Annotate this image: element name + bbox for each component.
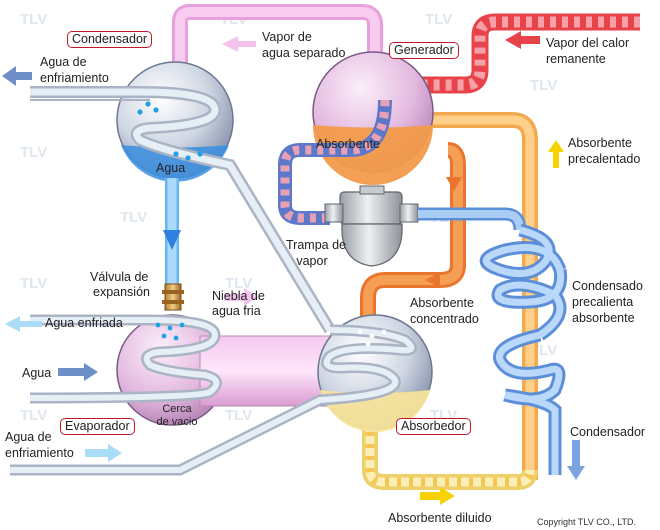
expansion-valve-label-1: Válvula de [90,270,149,284]
absorber-label: Absorbedor [396,418,471,435]
condensate-preheat-label-1: Condensado [572,279,643,293]
watermark: TLV [20,407,47,424]
cold-mist-label-1: Niebla de [212,289,265,303]
remaining-steam-label-1: Vapor del calor [546,36,630,50]
diluted-absorbent-stripes [365,420,535,487]
absorber-coil [10,327,415,473]
steam-trap-label-1: Trampa de [286,238,346,252]
concentrated-absorbent-pipe [363,145,463,320]
preheated-absorbent-pipe [395,115,535,480]
cold-mist-label-2: agua fria [212,304,261,318]
steam-trap [324,185,419,267]
arrow-vapor-separated [222,36,256,52]
cooling-water-top-label-1: Agua de [40,55,87,69]
cooling-water-bottom-label-2: enfriamiento [5,446,74,460]
watermark: TLV [20,11,47,28]
concentrated-absorbent-label-2: concentrado [410,312,479,326]
water-in-label: Agua [22,366,52,380]
evaporator-coil [29,317,220,401]
cooling-water-top-label-2: enfriamiento [40,71,109,85]
generator-absorbent [313,125,433,185]
watermark: TLV [225,407,252,424]
expansion-valve [164,283,182,311]
arrow-chilled-water-out [5,316,42,332]
watermark: TLV [120,209,147,226]
vapor-separated-label-1: Vapor de [262,30,312,44]
arrow-conc-down [446,177,462,191]
valve-ring-1 [162,290,184,294]
watermark: TLV [425,11,452,28]
condenser-coil [30,88,333,332]
copyright-text: Copyright TLV CO., LTD. [537,517,637,527]
vapor-separated-label-2: agua separado [262,46,346,60]
remaining-steam-label-2: remanente [546,52,606,66]
condensate-out-label: Condensador [570,425,646,439]
concentrated-absorbent-label-1: Absorbente [410,296,474,310]
trap-outlet-pipe [418,210,524,231]
steam-coil [280,99,390,223]
watermark: TLV [20,275,47,292]
arrow-water-in [58,363,98,381]
arrow-cooling-water-out [2,66,32,86]
condenser-water-label: Agua [156,161,186,175]
condensate-preheat-label-3: absorbente [572,311,635,325]
watermark: TLV [20,144,47,161]
preheated-absorbent-label-1: Absorbente [568,136,632,150]
arrow-conc-left [425,272,440,288]
condenser-label: Condensador [67,31,153,48]
chilled-water-label: Agua enfriada [45,316,123,330]
absorber-drops [357,329,387,347]
arrow-cooling-water-in [85,444,122,462]
expansion-valve-label-2: expansión [93,285,150,299]
condensate-drops [137,101,203,161]
valve-ring-2 [162,300,184,304]
cooling-water-bottom-label-1: Agua de [5,430,52,444]
diluted-absorbent-label: Absorbente diluido [388,511,492,525]
spray-drops [155,322,185,341]
generator-absorbent-label: Absorbente [316,137,380,151]
arrow-mist [225,288,258,306]
watermark: TLV [530,77,557,94]
arrow-preheated-up [548,140,564,168]
preheat-coil [479,223,568,475]
preheated-absorbent-label-2: precalentado [568,152,641,166]
condensate-preheat-label-2: precalienta [572,295,634,309]
steam-trap-label-2: vapor [296,254,328,268]
arrow-diluted-right [420,487,455,505]
watermark: TLV [225,275,252,292]
generator-label: Generador [389,42,459,59]
vapor-pipe [175,7,380,72]
arrow-down-water [163,230,181,250]
evaporator-label: Evaporador [60,418,135,435]
near-vacuum-label-1: Cerca [162,403,192,415]
near-vacuum-label-2: de vacio [156,416,198,428]
arrow-condensate-down [567,440,585,480]
arrow-steam-in [505,31,540,49]
